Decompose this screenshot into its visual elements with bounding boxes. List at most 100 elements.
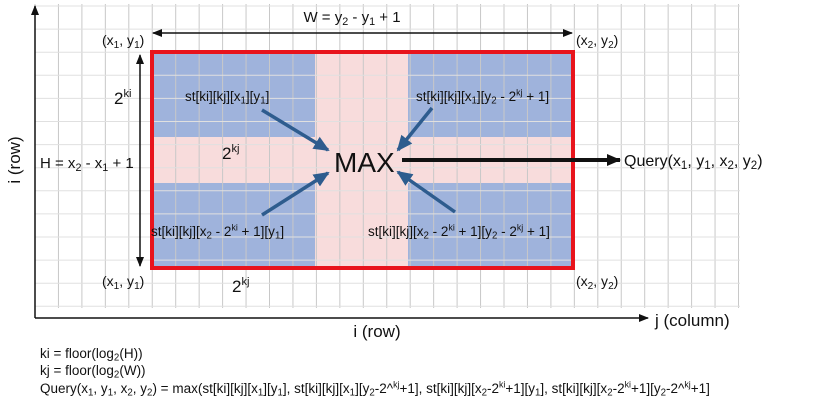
- text-part: -2: [487, 381, 499, 396]
- subscript: 2: [424, 231, 429, 242]
- width-power-label-bottom: 2kj: [232, 276, 249, 296]
- subscript: 1: [472, 96, 477, 107]
- subscript: 1: [681, 160, 687, 172]
- subscript: 1: [260, 96, 265, 107]
- subscript: 2: [207, 231, 212, 242]
- subscript: 2: [492, 231, 497, 242]
- arrow-bl-to-max: [261, 171, 330, 217]
- subscript: 1: [241, 96, 246, 107]
- subscript: 2: [588, 281, 594, 292]
- height-equation: H = x2 - x1 + 1: [40, 155, 134, 174]
- x-axis-label-right: j (column): [654, 311, 730, 330]
- text-part: + 1]: [522, 89, 549, 104]
- text-part: st[ki][kj][x: [416, 89, 472, 104]
- text-part: (H)): [119, 346, 142, 361]
- subscript: 1: [108, 388, 113, 399]
- height-power-label: 2ki: [114, 88, 131, 108]
- text-part: Query(x: [624, 153, 681, 170]
- st-bottom-left-label: st[ki][kj][x2 - 2ki + 1][y1]: [151, 222, 284, 241]
- subscript: 2: [369, 388, 374, 399]
- text-part: ], st[ki][kj][x: [540, 381, 607, 396]
- text-part: , y: [93, 381, 108, 396]
- text-part: 2: [222, 144, 231, 163]
- text-part: (x: [102, 32, 114, 48]
- text-part: + 1: [375, 9, 400, 26]
- text-part: , y: [687, 153, 704, 170]
- text-part: ][y: [355, 381, 370, 396]
- text-part: ][y: [477, 89, 492, 104]
- text-part: H = x: [40, 155, 76, 172]
- text-part: - y: [348, 9, 369, 26]
- superscript: kj: [393, 379, 399, 389]
- text-part: +1][y: [631, 381, 661, 396]
- subscript: 1: [114, 281, 120, 292]
- text-part: (x: [576, 32, 588, 48]
- text-part: +1][y: [505, 381, 535, 396]
- text-part: kj = floor(log: [40, 363, 114, 378]
- subscript: 2: [661, 388, 666, 399]
- st-top-left-label: st[ki][kj][x1][y1]: [185, 89, 269, 107]
- superscript: ki: [123, 88, 131, 100]
- text-part: - 2: [429, 224, 449, 239]
- text-part: st[ki][kj][x: [185, 89, 241, 104]
- subscript: 1: [134, 40, 140, 51]
- subscript: 2: [607, 388, 612, 399]
- subscript: 2: [491, 96, 496, 107]
- arrow-tr-to-max: [396, 106, 434, 152]
- text-part: - 2: [497, 89, 517, 104]
- corner-top-left: (x1, y1): [102, 32, 144, 51]
- text-part: + 1: [108, 155, 133, 172]
- subscript: 1: [275, 231, 280, 242]
- text-part: + 1][y: [455, 224, 492, 239]
- subscript: 2: [608, 281, 614, 292]
- formula-query: Query(x1, y1, x2, y2) = max(st[ki][kj][x…: [40, 379, 710, 398]
- text-part: ], st[ki][kj][x: [283, 381, 350, 396]
- text-part: - x: [81, 155, 102, 172]
- text-part: , x: [113, 381, 128, 396]
- arrow-br-to-max: [396, 170, 457, 214]
- corner-bottom-left: (x1, y1): [102, 273, 144, 292]
- text-part: ): [614, 32, 619, 48]
- subscript: 1: [134, 281, 140, 292]
- superscript: kj: [241, 276, 249, 288]
- subscript: 1: [114, 40, 120, 51]
- text-part: ): [140, 273, 145, 289]
- formula-kj: kj = floor(log2(W)): [40, 363, 146, 381]
- text-part: W = y: [303, 9, 342, 26]
- text-part: +1], st[ki][kj][x: [399, 381, 481, 396]
- superscript: ki: [625, 379, 631, 389]
- subscript: 1: [704, 160, 710, 172]
- subscript: 1: [258, 388, 263, 399]
- arrow-tl-to-max: [261, 108, 330, 152]
- text-part: ]: [266, 89, 270, 104]
- y-axis-label: i (row): [5, 136, 24, 183]
- text-part: , y: [734, 153, 751, 170]
- query-label: Query(x1, y1, x2, y2): [624, 153, 763, 172]
- subscript: 2: [114, 370, 119, 381]
- superscript: kj: [231, 143, 239, 155]
- corner-bottom-right: (x2, y2): [576, 273, 618, 292]
- text-part: Query(x: [40, 381, 88, 396]
- text-part: - 2: [212, 224, 232, 239]
- text-part: ): [140, 32, 145, 48]
- st-bottom-right-label: st[ki][kj][x2 - 2ki + 1][y2 - 2kj + 1]: [368, 222, 550, 241]
- text-part: +1]: [691, 381, 710, 396]
- max-label: MAX: [334, 147, 395, 178]
- text-part: , y: [593, 32, 608, 48]
- subscript: 1: [535, 388, 540, 399]
- subscript: 1: [278, 388, 283, 399]
- text-part: -2^: [375, 381, 394, 396]
- st-top-right-label: st[ki][kj][x1][y2 - 2kj + 1]: [416, 87, 549, 106]
- text-part: , y: [593, 273, 608, 289]
- text-part: , y: [119, 32, 134, 48]
- subscript: 1: [102, 162, 108, 174]
- subscript: 2: [608, 40, 614, 51]
- text-part: ][y: [246, 89, 261, 104]
- text-part: ): [757, 153, 762, 170]
- superscript: kj: [684, 379, 690, 389]
- text-part: + 1][y: [238, 224, 275, 239]
- subscript: 2: [342, 16, 348, 28]
- text-part: ) = max(st[ki][kj][x: [152, 381, 258, 396]
- text-part: 2: [232, 277, 241, 296]
